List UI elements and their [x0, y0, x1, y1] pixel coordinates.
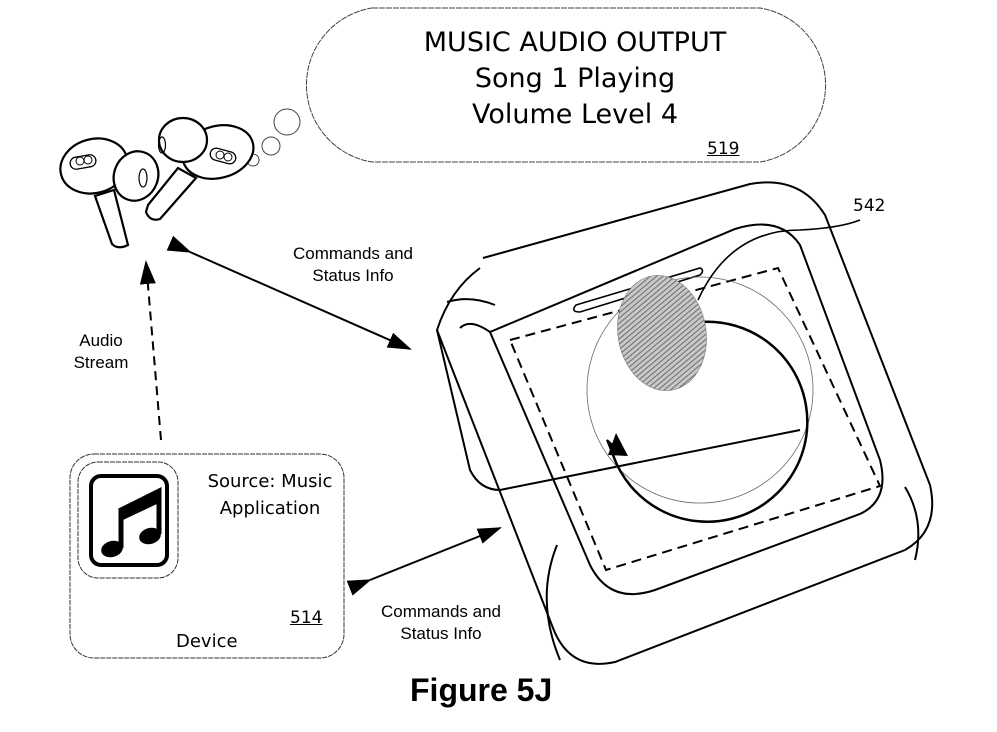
- arrow-audio-stream: [139, 260, 162, 441]
- label-line: Status Info: [312, 266, 394, 285]
- output-title: MUSIC AUDIO OUTPUT: [423, 27, 727, 58]
- device-box: [69, 453, 345, 659]
- arrow-device-case: [346, 527, 502, 596]
- output-volume-level: Volume Level 4: [471, 99, 679, 130]
- label-line: Stream: [73, 353, 129, 372]
- label-line: Commands and: [292, 244, 413, 263]
- thought-dot-large: [273, 108, 301, 136]
- music-note-icon: [89, 474, 169, 567]
- device-label: Device: [176, 631, 238, 652]
- label-line: Status Info: [400, 624, 482, 643]
- label-line: Source: Music: [207, 471, 333, 492]
- output-song-status: Song 1 Playing: [474, 63, 676, 94]
- counter-clockwise-arrowhead: [608, 433, 628, 456]
- figure-caption: Figure 5J: [410, 672, 553, 708]
- ref-514: 514: [290, 608, 323, 628]
- arrow-earbuds-case: [166, 235, 412, 350]
- charging-case: [435, 181, 934, 665]
- earbuds-case-arrow-label: Commands and Status Info: [283, 243, 423, 287]
- ref-542: 542: [853, 196, 886, 216]
- earbuds-icon: [59, 116, 255, 249]
- device-source-label: Source: Music Application: [196, 468, 344, 522]
- ref-519: 519: [707, 139, 740, 159]
- audio-stream-label: Audio Stream: [66, 330, 136, 374]
- touch-contact-area: [617, 275, 707, 391]
- label-line: Application: [219, 498, 321, 519]
- label-line: Commands and: [380, 602, 501, 621]
- device-case-arrow-label: Commands and Status Info: [370, 601, 512, 645]
- output-bubble-text: MUSIC AUDIO OUTPUT Song 1 Playing Volume…: [370, 25, 780, 133]
- label-line: Audio: [79, 331, 123, 350]
- thought-dot-medium: [261, 136, 281, 156]
